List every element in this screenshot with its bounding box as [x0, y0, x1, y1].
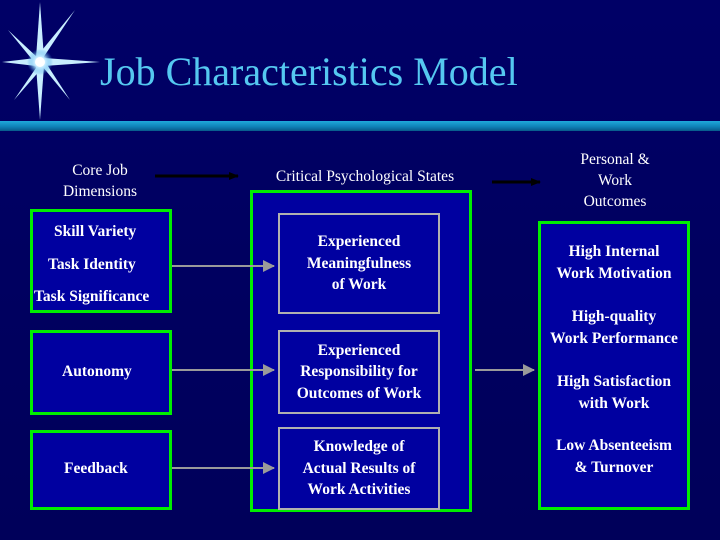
header-core-dimensions: Core Job Dimensions	[62, 162, 138, 200]
core-item-task-identity: Task Identity	[48, 256, 136, 273]
header-outcomes: Personal & Work Outcomes	[580, 151, 650, 210]
state-knowledge-of-results: Knowledge of Actual Results of Work Acti…	[278, 427, 440, 510]
core-autonomy-box	[30, 330, 172, 415]
page-title: Job Characteristics Model	[100, 49, 518, 94]
core-dimensions-group-box	[30, 209, 172, 313]
state-meaningfulness: Experienced Meaningfulness of Work	[278, 213, 440, 314]
core-item-skill-variety: Skill Variety	[54, 223, 137, 240]
title-divider	[0, 121, 720, 131]
outcome-satisfaction: High Satisfaction with Work	[556, 373, 672, 412]
core-feedback-box	[30, 430, 172, 510]
header-critical-states: Critical Psychological States	[275, 168, 455, 185]
psychological-states-box	[250, 190, 472, 512]
outcome-internal-motivation: High Internal Work Motivation	[556, 243, 672, 282]
state-responsibility: Experienced Responsibility for Outcomes …	[278, 330, 440, 414]
star-logo	[2, 2, 100, 120]
outcome-work-performance: High-quality Work Performance	[550, 308, 678, 347]
outcome-absenteeism: Low Absenteeism & Turnover	[556, 437, 672, 476]
core-item-feedback: Feedback	[64, 460, 128, 477]
core-item-autonomy: Autonomy	[62, 363, 132, 380]
core-item-task-significance: Task Significance	[34, 288, 150, 305]
outcomes-box	[538, 221, 690, 510]
